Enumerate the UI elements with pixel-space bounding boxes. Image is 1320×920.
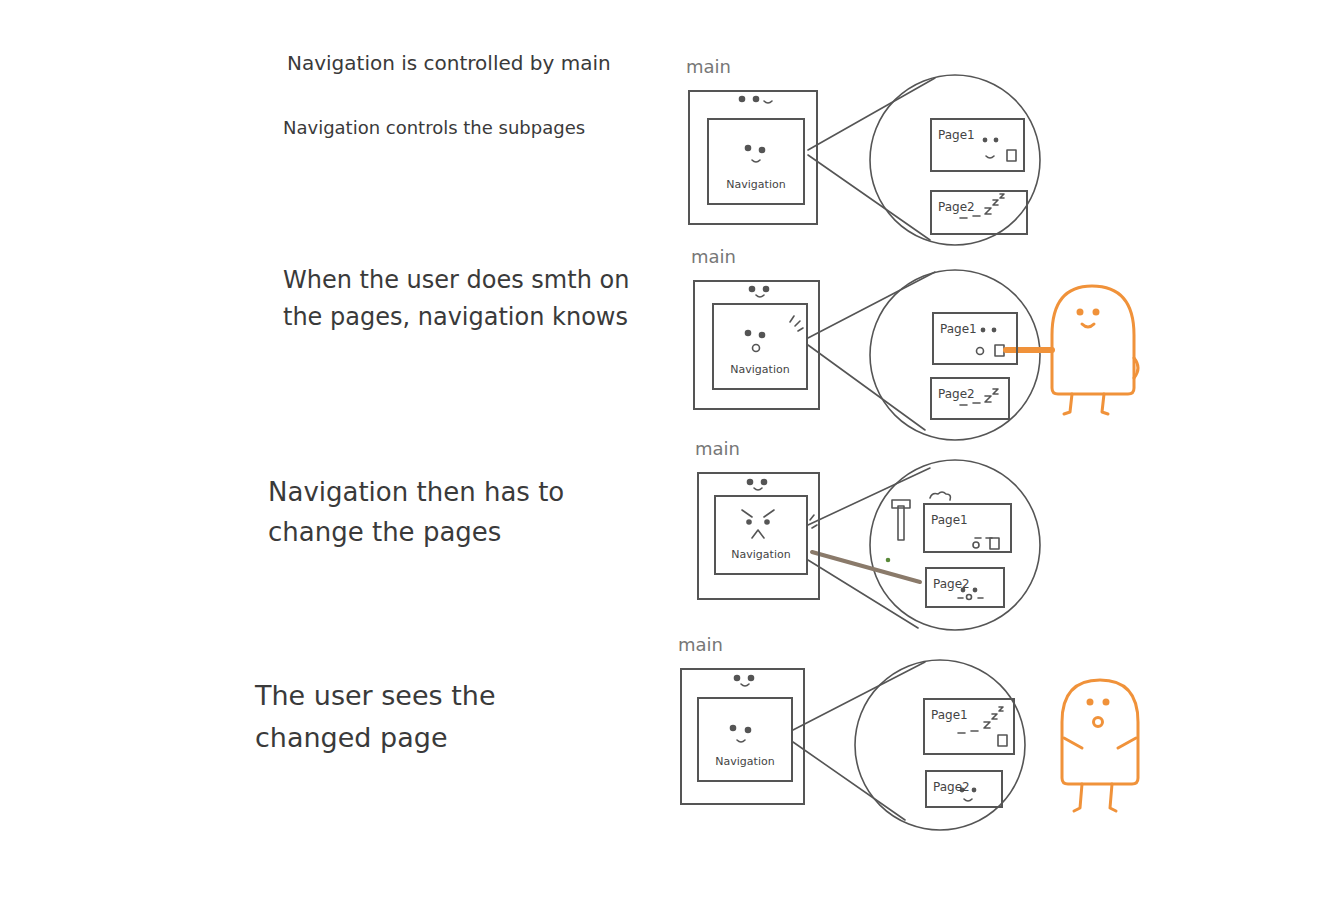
navigation-box: Navigation	[707, 118, 805, 205]
storyboard-caption: Navigation is controlled by main	[287, 48, 677, 79]
device-name: main	[686, 56, 731, 77]
caption-block: The user sees the changed page	[255, 675, 545, 759]
page-name: Page1	[938, 128, 975, 142]
page-name: Page1	[940, 322, 977, 336]
page-name: Page2	[933, 780, 970, 794]
page-box: Page1	[923, 698, 1015, 755]
component-name: Navigation	[731, 548, 790, 561]
component-name: Navigation	[730, 363, 789, 376]
caption-block: When the user does smth on the pages, na…	[283, 262, 653, 336]
main-device: mainNavigation	[693, 280, 820, 410]
device-name: main	[695, 438, 740, 459]
storyboard-caption: Navigation then has to change the pages	[268, 472, 628, 553]
main-device: mainNavigation	[688, 90, 818, 225]
page-box: Page2	[930, 377, 1010, 420]
page-box: Page2	[925, 567, 1005, 608]
main-device: mainNavigation	[680, 668, 805, 805]
storyboard-caption: When the user does smth on the pages, na…	[283, 262, 653, 336]
caption-block: Navigation then has to change the pages	[268, 472, 628, 553]
component-name: Navigation	[726, 178, 785, 191]
device-name: main	[678, 634, 723, 655]
navigation-box: Navigation	[712, 303, 808, 390]
storyboard-caption: The user sees the changed page	[255, 675, 545, 759]
caption-block: Navigation is controlled by main	[287, 48, 677, 79]
device-name: main	[691, 246, 736, 267]
page-name: Page2	[938, 200, 975, 214]
page-box: Page1	[932, 312, 1018, 365]
caption-block: Navigation controls the subpages	[283, 114, 663, 142]
storyboard-caption: Navigation controls the subpages	[283, 114, 663, 142]
navigation-box: Navigation	[714, 495, 808, 575]
page-name: Page1	[931, 513, 968, 527]
page-name: Page2	[938, 387, 975, 401]
main-device: mainNavigation	[697, 472, 820, 600]
page-name: Page1	[931, 708, 968, 722]
page-box: Page1	[930, 118, 1025, 172]
navigation-box: Navigation	[697, 697, 793, 782]
page-box: Page2	[930, 190, 1028, 235]
page-name: Page2	[933, 577, 970, 591]
component-name: Navigation	[715, 755, 774, 768]
page-box: Page2	[925, 770, 1003, 808]
page-box: Page1	[923, 503, 1012, 553]
